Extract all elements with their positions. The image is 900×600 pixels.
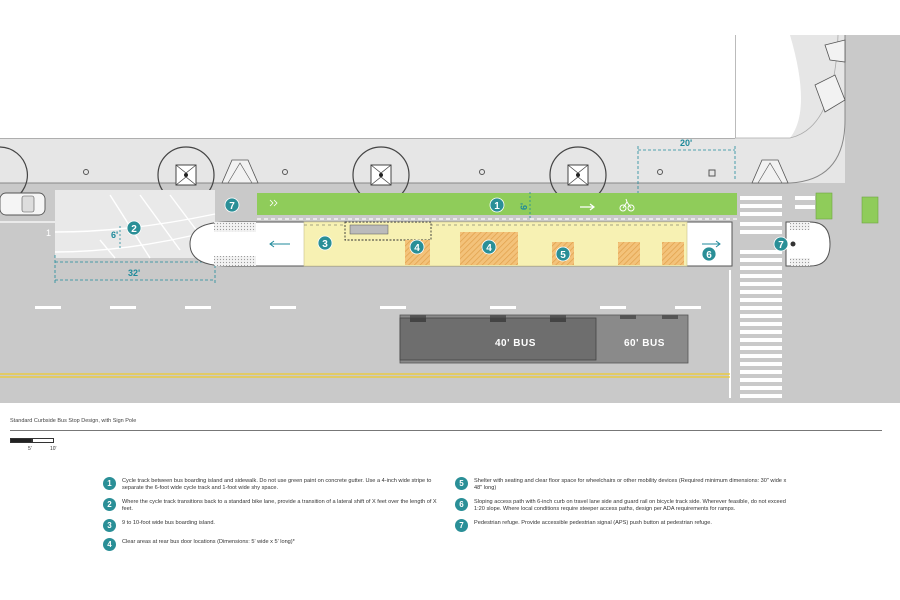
- bike-symbol: [619, 198, 635, 212]
- bus-shelter: [344, 221, 432, 241]
- legend-number: 7: [455, 519, 468, 532]
- legend-text: Cycle track between bus boarding island …: [122, 478, 432, 491]
- building-area: [0, 35, 735, 138]
- dimension-6ft-cycle: 6': [519, 192, 531, 218]
- marker-6: 6: [701, 246, 717, 262]
- crosswalk: [740, 196, 782, 398]
- cycle-arrow: [580, 203, 595, 211]
- legend-text: Shelter with seating and clear floor spa…: [474, 478, 787, 491]
- svg-text:7: 7: [778, 240, 784, 251]
- island-arrow-left: [269, 240, 290, 248]
- utility-marker: [657, 169, 663, 175]
- marker-3: 3: [317, 235, 333, 251]
- marker-5: 5: [555, 246, 571, 262]
- curb-corner: [0, 35, 846, 184]
- svg-text:5: 5: [560, 250, 566, 261]
- push-button-icon: [790, 241, 796, 247]
- pedestrian-refuge: [785, 221, 831, 267]
- sidewalk: [0, 138, 845, 183]
- marker-2: 2: [126, 220, 142, 236]
- marker-4: 4: [409, 239, 425, 255]
- bus-60ft-label: 60' BUS: [624, 338, 665, 349]
- svg-text:4: 4: [486, 243, 492, 254]
- caption-rule: [10, 430, 882, 431]
- legend-item: 7 Pedestrian refuge. Provide accessible …: [455, 519, 795, 532]
- utility-marker: [83, 169, 89, 175]
- bus-40ft-label: 40' BUS: [495, 338, 536, 349]
- scale-segment: [10, 438, 32, 443]
- chevron-markings: [269, 199, 278, 207]
- scale-label-5: 5': [28, 446, 32, 452]
- legend-number: 1: [103, 477, 116, 490]
- dimension-20ft-label: 20': [680, 138, 692, 148]
- curb-ramp: [814, 74, 846, 113]
- curb-ramp: [824, 39, 846, 63]
- legend-number: 4: [103, 538, 116, 551]
- svg-text:6: 6: [706, 250, 712, 261]
- legend-text: Clear areas at rear bus door locations (…: [122, 539, 295, 545]
- green-bike-box: [861, 196, 879, 224]
- figure-caption: Standard Curbside Bus Stop Design, with …: [10, 418, 137, 424]
- legend-left: 1 Cycle track between bus boarding islan…: [103, 477, 443, 557]
- curb-ramp: [751, 159, 789, 184]
- legend-number: 6: [455, 498, 468, 511]
- marker-7: 7: [773, 236, 789, 252]
- island-arrow-right: [702, 240, 721, 248]
- legend-item: 5 Shelter with seating and clear floor s…: [455, 477, 795, 492]
- utility-box: [708, 169, 716, 177]
- marker-7: 7: [224, 197, 240, 213]
- bus-40ft: [399, 317, 597, 361]
- svg-text:2: 2: [131, 224, 137, 235]
- svg-text:7: 7: [229, 201, 235, 212]
- legend-text: Sloping access path with 6-inch curb on …: [474, 499, 786, 512]
- legend-item: 4 Clear areas at rear bus door locations…: [103, 538, 443, 551]
- marker-1: 1: [489, 197, 505, 213]
- marker-4: 4: [481, 239, 497, 255]
- dimension-32ft-label: 32': [128, 268, 140, 278]
- legend-text: 9 to 10-foot wide bus boarding island.: [122, 520, 215, 526]
- dimension-6ft-transition-label: 6': [111, 230, 118, 240]
- svg-text:1: 1: [494, 201, 500, 212]
- utility-marker: [282, 169, 288, 175]
- scale-label-10: 10': [50, 446, 57, 452]
- lane-mark: 1: [46, 228, 51, 238]
- dimension-32ft: 32': [54, 255, 216, 285]
- scale-bar: 5' 10': [10, 438, 70, 460]
- scale-segment: [32, 438, 54, 443]
- legend-text: Pedestrian refuge. Provide accessible pe…: [474, 520, 712, 526]
- legend-number: 2: [103, 498, 116, 511]
- clear-area: [618, 242, 640, 265]
- svg-text:4: 4: [414, 243, 420, 254]
- svg-text:3: 3: [322, 239, 328, 250]
- legend-number: 5: [455, 477, 468, 490]
- lane-dashes: [35, 306, 701, 309]
- dimension-6ft-cycle-label: 6': [519, 203, 529, 210]
- tree-pit: [352, 146, 410, 204]
- utility-marker: [479, 169, 485, 175]
- legend-text: Where the cycle track transitions back t…: [122, 499, 437, 512]
- legend-right: 5 Shelter with seating and clear floor s…: [455, 477, 795, 538]
- dimension-6ft-transition: 6': [111, 226, 121, 248]
- bus-stop-plan: 20' 6' 32' 6' 1: [0, 34, 900, 403]
- legend-number: 3: [103, 519, 116, 532]
- crosswalk-side: [795, 196, 815, 209]
- parked-car: [0, 192, 46, 216]
- green-bike-box: [815, 192, 833, 220]
- legend-item: 6 Sloping access path with 6-inch curb o…: [455, 498, 795, 513]
- legend-item: 2 Where the cycle track transitions back…: [103, 498, 443, 513]
- legend-item: 1 Cycle track between bus boarding islan…: [103, 477, 443, 492]
- legend-item: 3 9 to 10-foot wide bus boarding island.: [103, 519, 443, 532]
- clear-area: [662, 242, 684, 265]
- curb-ramp: [221, 159, 259, 184]
